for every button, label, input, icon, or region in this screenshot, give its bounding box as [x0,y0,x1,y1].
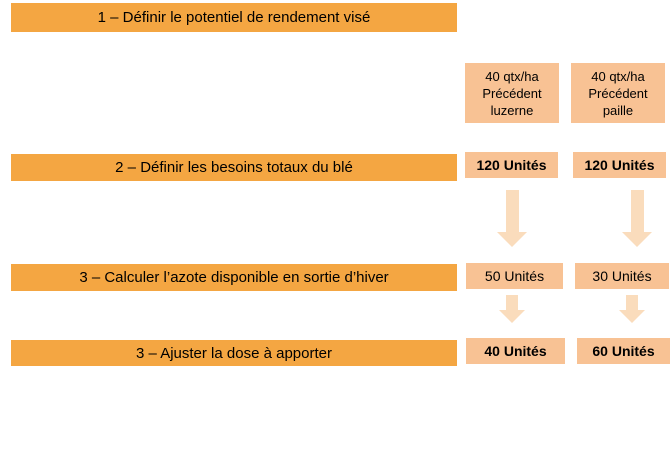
step-bar-2: 2 – Définir les besoins totaux du blé [11,154,457,181]
step-bar-4: 3 – Ajuster la dose à apporter [11,340,457,366]
arrow-stem [505,190,519,232]
step-bar-1: 1 – Définir le potentiel de rendement vi… [11,3,457,32]
down-arrow-icon [622,190,652,247]
scenario-paille-crop: paille [602,102,634,118]
arrow-stem [630,190,644,232]
step-3-label: 3 – Calculer l’azote disponible en sorti… [79,269,389,286]
arrow-head [622,232,652,247]
scenario-luzerne-crop: luzerne [490,102,534,118]
down-arrow-icon [619,295,645,323]
arrow-head [497,232,527,247]
value-besoins-paille: 120 Unités [573,152,666,178]
value-azote-luzerne: 50 Unités [466,263,563,289]
down-arrow-icon [497,190,527,247]
arrow-stem [626,295,638,310]
scenario-luzerne-header-box: 40 qtx/ha Précédent luzerne [465,63,559,123]
value-dose-luzerne: 40 Unités [466,338,565,364]
scenario-paille-yield: 40 qtx/ha [591,68,645,84]
step-2-label: 2 – Définir les besoins totaux du blé [115,159,353,176]
value-dose-paille: 60 Unités [577,338,670,364]
scenario-paille-header-box: 40 qtx/ha Précédent paille [571,63,665,123]
step-4-label: 3 – Ajuster la dose à apporter [136,344,332,362]
arrow-head [619,310,645,323]
value-azote-paille: 30 Unités [575,263,669,289]
step-bar-3: 3 – Calculer l’azote disponible en sorti… [11,264,457,291]
scenario-luzerne-precedent: Précédent [482,85,542,101]
down-arrow-icon [499,295,525,323]
arrow-head [499,310,525,323]
value-besoins-luzerne: 120 Unités [465,152,558,178]
scenario-luzerne-yield: 40 qtx/ha [485,68,539,84]
step-1-label: 1 – Définir le potentiel de rendement vi… [97,9,371,26]
scenario-paille-precedent: Précédent [588,85,648,101]
arrow-stem [506,295,518,310]
